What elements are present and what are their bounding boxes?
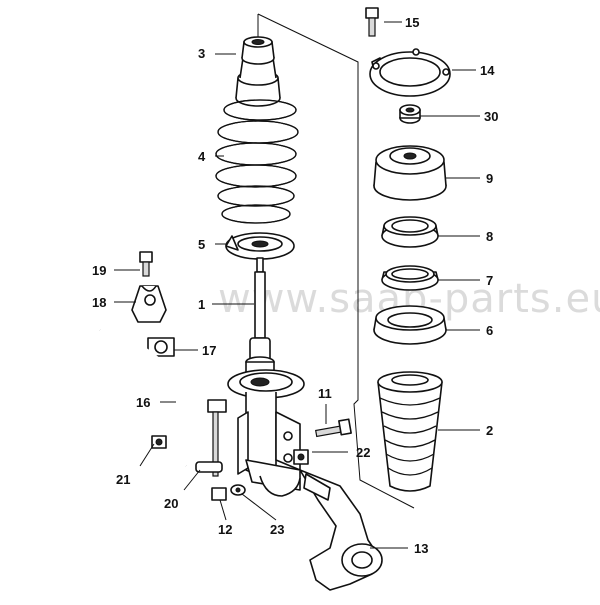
callout-13: 14 (480, 63, 495, 78)
part-15-stabilizer-bar[interactable] (99, 327, 189, 468)
callout-8: 8 (486, 229, 493, 244)
callout-23: 23 (270, 522, 284, 537)
callout-15: 16 (136, 395, 150, 410)
callout-labels: 3 4 5 1 15 14 30 9 8 7 6 2 19 18 17 16 2… (92, 15, 498, 556)
part-7-ring[interactable] (381, 265, 439, 291)
assembly-frame-lines (257, 13, 415, 509)
part-21-steering-knuckle[interactable] (299, 469, 383, 591)
callout-3: 3 (198, 46, 205, 61)
callout-19: 20 (164, 496, 178, 511)
callout-9: 9 (486, 171, 493, 186)
callout-20: 21 (116, 472, 130, 487)
callout-21: 13 (414, 541, 428, 556)
callout-11: 11 (318, 386, 332, 401)
callout-5: 5 (198, 237, 205, 252)
part-12-nut[interactable] (211, 487, 227, 501)
callout-4: 4 (198, 149, 206, 164)
part-9-strut-mount[interactable] (373, 145, 447, 201)
part-20-nut[interactable] (151, 435, 167, 449)
callout-6: 6 (486, 323, 493, 338)
part-16-bushing[interactable] (147, 337, 175, 357)
part-8-bearing[interactable] (381, 216, 439, 248)
part-5-spring-seat[interactable] (225, 232, 295, 260)
callout-2: 2 (486, 423, 493, 438)
callout-12: 12 (218, 522, 232, 537)
callout-1: 1 (198, 297, 205, 312)
part-2-dust-boot[interactable] (377, 371, 443, 492)
leader-lines (114, 21, 480, 549)
part-30-nut[interactable] (399, 104, 421, 124)
part-6-upper-spring-seat[interactable] (373, 305, 447, 345)
part-23-washer[interactable] (230, 484, 246, 496)
callout-18: 19 (92, 263, 106, 278)
part-22-nut[interactable] (293, 449, 309, 465)
part-3-bump-stop[interactable] (235, 36, 281, 107)
part-1-shock-absorber[interactable] (227, 257, 305, 497)
part-18-bolt[interactable] (139, 251, 153, 277)
callout-14: 15 (405, 15, 419, 30)
callout-7: 7 (486, 273, 493, 288)
part-11-bolt[interactable] (314, 418, 352, 438)
callout-30: 30 (484, 109, 498, 124)
part-19-stabilizer-link[interactable] (195, 399, 227, 477)
part-17-stabilizer-clamp[interactable] (131, 285, 167, 323)
callout-16: 17 (202, 343, 216, 358)
callout-22: 22 (356, 445, 370, 460)
callout-17: 18 (92, 295, 106, 310)
part-4-coil-spring[interactable] (215, 99, 299, 224)
part-14-bolt[interactable] (365, 7, 379, 37)
part-13-top-plate[interactable] (369, 48, 451, 97)
